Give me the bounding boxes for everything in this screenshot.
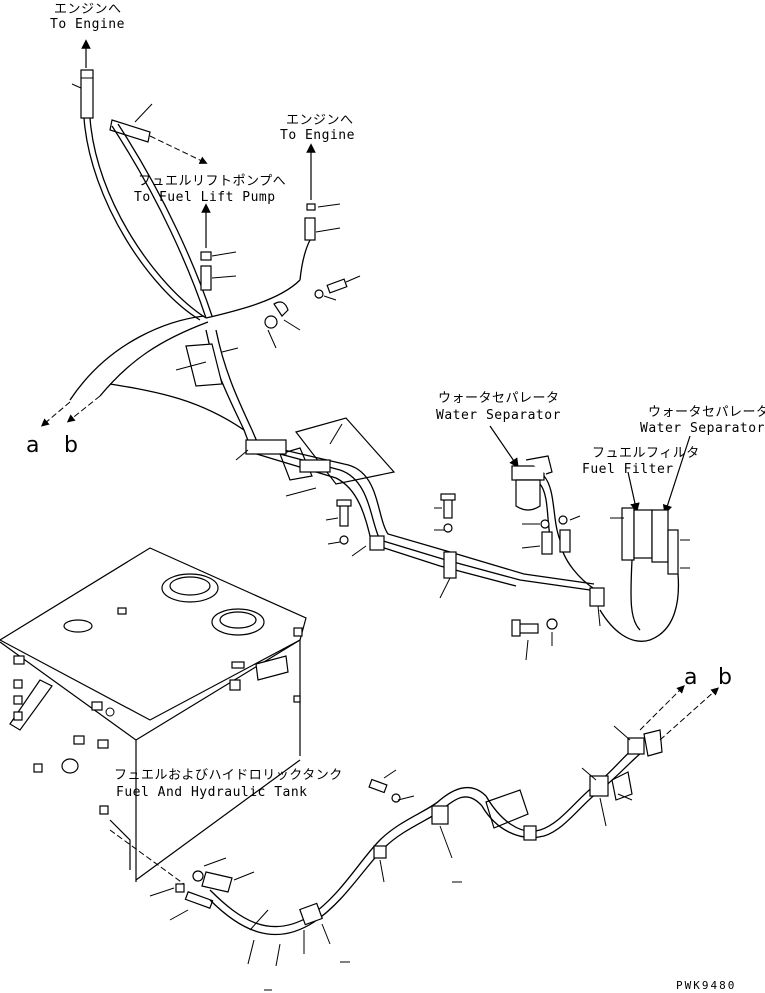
lower-right-bolt (511, 587, 605, 661)
upper-clamp-bolt (264, 275, 361, 349)
pipe-bundle (235, 429, 595, 599)
label-tank-jp: フュエルおよびハイドロリックタンク (114, 768, 343, 783)
reference-ticks (264, 881, 462, 991)
label-tank-en: Fuel And Hydraulic Tank (116, 785, 308, 800)
ref-arrows-left (40, 395, 101, 427)
fuel-hydraulic-tank (0, 547, 307, 882)
middle-bolts (325, 493, 456, 545)
tank-connection (109, 829, 255, 921)
label-water-separator-2-jp: ウォータセパレータ (648, 405, 765, 420)
label-water-separator-1-en: Water Separator (436, 408, 561, 423)
label-fuel-filter-en: Fuel Filter (582, 462, 674, 477)
lower-fuel-hose (209, 725, 663, 967)
label-engine-top-en: To Engine (50, 17, 125, 32)
label-engine-mid-jp: エンジンへ (286, 113, 354, 128)
upper-fuel-hoses (69, 69, 311, 431)
ref-b-right: b (718, 665, 732, 690)
label-engine-top-jp: エンジンへ (54, 2, 122, 17)
ref-arrows-right (639, 685, 719, 741)
label-lift-pump-en: To Fuel Lift Pump (134, 190, 276, 205)
ref-b-left: b (64, 433, 78, 458)
label-water-separator-1-jp: ウォータセパレータ (438, 391, 560, 406)
upper-protective-sleeves (175, 343, 396, 497)
ref-a-left: a (26, 433, 39, 458)
label-water-separator-2-en: Water Separator (640, 421, 765, 436)
ref-a-right: a (684, 665, 697, 690)
water-separator-1 (489, 425, 597, 591)
fuel-filter-assembly (599, 435, 691, 642)
drawing-code: PWK9480 (676, 979, 736, 992)
engine-line-fittings (200, 203, 341, 291)
arrow-from-hose-end (149, 135, 208, 164)
label-lift-pump-jp: フュエルリフトポンプへ (138, 174, 286, 189)
label-fuel-filter-jp: フュエルフィルタ (592, 446, 700, 461)
label-engine-mid-en: To Engine (280, 128, 355, 143)
